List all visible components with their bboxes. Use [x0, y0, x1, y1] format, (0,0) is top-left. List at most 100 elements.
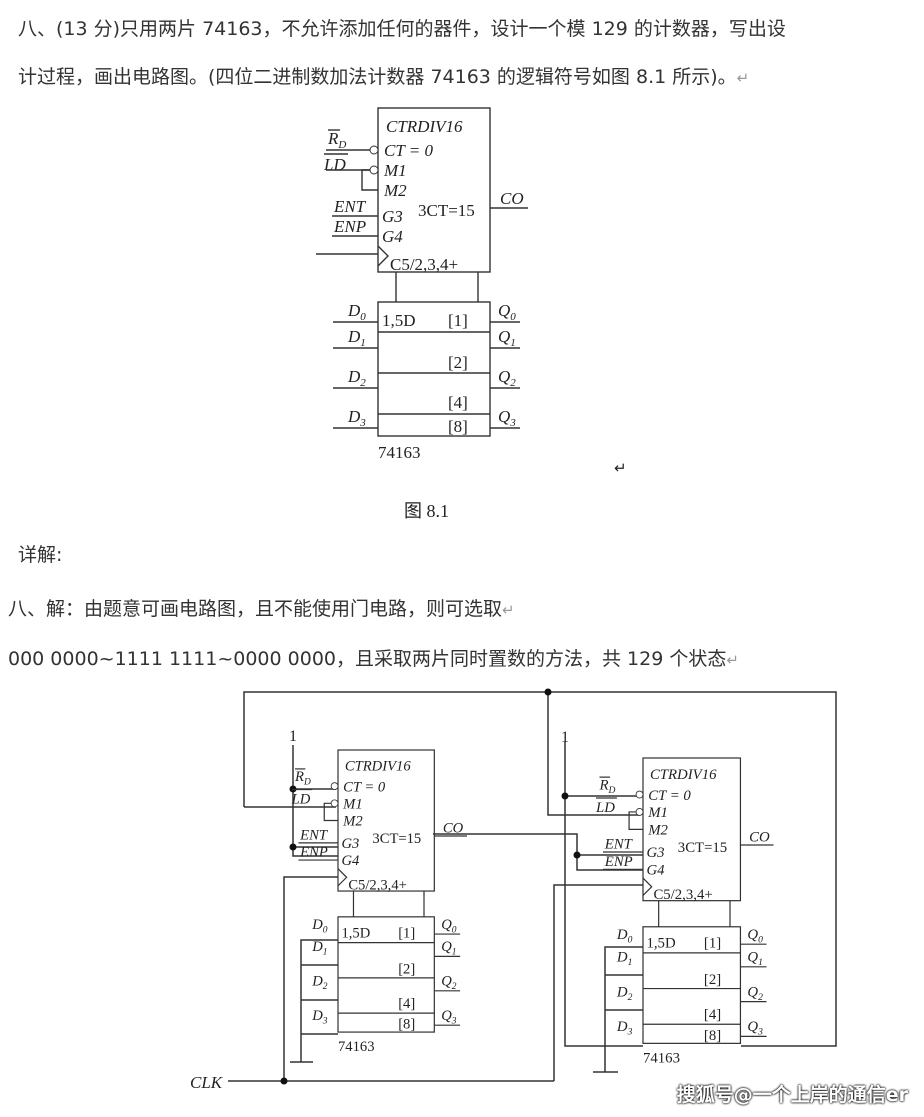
enp-label: ENP — [333, 217, 366, 236]
chip-title: CTRDIV16 — [386, 117, 463, 136]
g3-pin: G3 — [646, 845, 664, 861]
inversion-bubble-icon — [369, 145, 379, 155]
rd-label: RD — [294, 769, 311, 787]
inversion-bubble-icon — [369, 165, 379, 175]
input-d1: D1 — [311, 939, 327, 957]
watermark: 搜狐号@一个上岸的通信er — [676, 1084, 908, 1106]
inversion-bubble-icon — [635, 808, 644, 816]
bit-weight-2: [4] — [448, 393, 468, 412]
input-d0: D0 — [311, 917, 328, 935]
ld-label: LD — [323, 155, 346, 174]
logic-one-label: 1 — [289, 728, 297, 745]
output-q0: Q0 — [747, 927, 763, 945]
g4-pin: G4 — [382, 227, 403, 246]
g4-pin: G4 — [646, 863, 665, 879]
inversion-bubble-icon — [330, 799, 339, 808]
m1-pin: M1 — [383, 161, 407, 180]
co-output: CO — [500, 189, 524, 208]
ct-pin: CT = 0 — [343, 779, 386, 795]
g3-pin: G3 — [382, 207, 403, 226]
m2-pin: M2 — [647, 823, 668, 839]
co-output: CO — [749, 830, 770, 846]
bit-weight-3: [8] — [704, 1028, 721, 1044]
m2-pin: M2 — [383, 181, 407, 200]
m1-m2-link — [628, 811, 643, 830]
m1-m2-link — [323, 802, 338, 822]
clk-label: CLK — [190, 1073, 224, 1092]
data-block — [377, 301, 491, 437]
ent-label: ENT — [299, 827, 328, 843]
enp-label: ENP — [299, 845, 328, 861]
terminal-count-label: 3CT=15 — [678, 840, 727, 856]
answer-text: 000 0000~1111 1111~0000 0000，且采取两片同时置数的方… — [8, 648, 727, 670]
bit-weight-3: [8] — [398, 1017, 415, 1033]
m1-pin: M1 — [647, 805, 668, 821]
bit-weight-0: [1] — [704, 936, 721, 952]
enp-label: ENP — [604, 854, 633, 870]
output-q1: Q1 — [498, 327, 516, 349]
question-line-2: 计过程，画出电路图。(四位二进制数加法计数器 74163 的逻辑符号如图 8.1… — [18, 62, 749, 89]
ct-pin: CT = 0 — [384, 141, 433, 160]
bit-weight-1: [2] — [704, 972, 721, 988]
input-d1: D1 — [616, 950, 632, 968]
rd-label: RD — [599, 777, 616, 795]
output-q2: Q2 — [747, 984, 763, 1002]
data-load-label: 1,5D — [382, 311, 416, 330]
clock-label: C5/2,3,4+ — [348, 877, 407, 893]
ent-label: ENT — [333, 197, 367, 216]
bit-weight-0: [1] — [448, 311, 468, 330]
part-number: 74163 — [338, 1039, 375, 1055]
co-output: CO — [443, 821, 464, 837]
rd-label: RD — [327, 129, 346, 151]
output-q3: Q3 — [747, 1019, 763, 1037]
input-d2: D2 — [311, 974, 328, 992]
return-mark: ↵ — [614, 461, 627, 477]
clock-triangle-icon — [377, 245, 389, 267]
part-number: 74163 — [643, 1051, 680, 1067]
data-block — [642, 926, 742, 1044]
ld-label: LD — [595, 800, 615, 816]
data-block — [337, 916, 435, 1033]
output-q1: Q1 — [441, 939, 456, 957]
output-q1: Q1 — [747, 950, 762, 968]
logic-one-label: 1 — [561, 729, 569, 746]
input-d3: D3 — [347, 407, 366, 429]
output-q3: Q3 — [441, 1008, 457, 1026]
question-line-1: 八、(13 分)只用两片 74163，不允许添加任何的器件，设计一个模 129 … — [18, 18, 786, 40]
chip-title: CTRDIV16 — [345, 759, 411, 775]
clock-label: C5/2,3,4+ — [653, 887, 712, 903]
output-q0: Q0 — [498, 301, 516, 323]
ct-pin: CT = 0 — [648, 788, 691, 804]
input-d0: D0 — [616, 927, 633, 945]
answer-line-2: 000 0000~1111 1111~0000 0000，且采取两片同时置数的方… — [8, 644, 739, 671]
input-d2: D2 — [347, 367, 366, 389]
data-load-label: 1,5D — [341, 925, 370, 941]
chip-title: CTRDIV16 — [650, 767, 717, 783]
bit-weight-1: [2] — [398, 962, 415, 978]
bit-weight-2: [4] — [704, 1007, 721, 1023]
bit-weight-3: [8] — [448, 417, 468, 436]
part-number: 74163 — [378, 443, 421, 462]
output-q0: Q0 — [441, 917, 457, 935]
return-mark: ↵ — [736, 69, 750, 87]
junction-dots — [280, 688, 581, 1085]
detail-heading: 详解: — [18, 544, 63, 566]
terminal-count-label: 3CT=15 — [372, 831, 421, 847]
inversion-bubble-icon — [330, 782, 339, 790]
ent-label: ENT — [604, 836, 634, 852]
answer-line-1: 八、解：由题意可画电路图，且不能使用门电路，则可选取↵ — [8, 594, 515, 621]
output-q2: Q2 — [441, 974, 457, 992]
m2-pin: M2 — [342, 814, 362, 830]
circuit-wiring — [228, 691, 837, 1082]
g4-pin: G4 — [341, 853, 359, 869]
answer-text: 八、解：由题意可画电路图，且不能使用门电路，则可选取 — [8, 598, 503, 620]
bit-weight-2: [4] — [398, 996, 415, 1012]
bit-weight-1: [2] — [448, 353, 468, 372]
output-q2: Q2 — [498, 367, 516, 389]
input-d3: D3 — [616, 1019, 633, 1037]
clock-label: C5/2,3,4+ — [390, 255, 458, 274]
